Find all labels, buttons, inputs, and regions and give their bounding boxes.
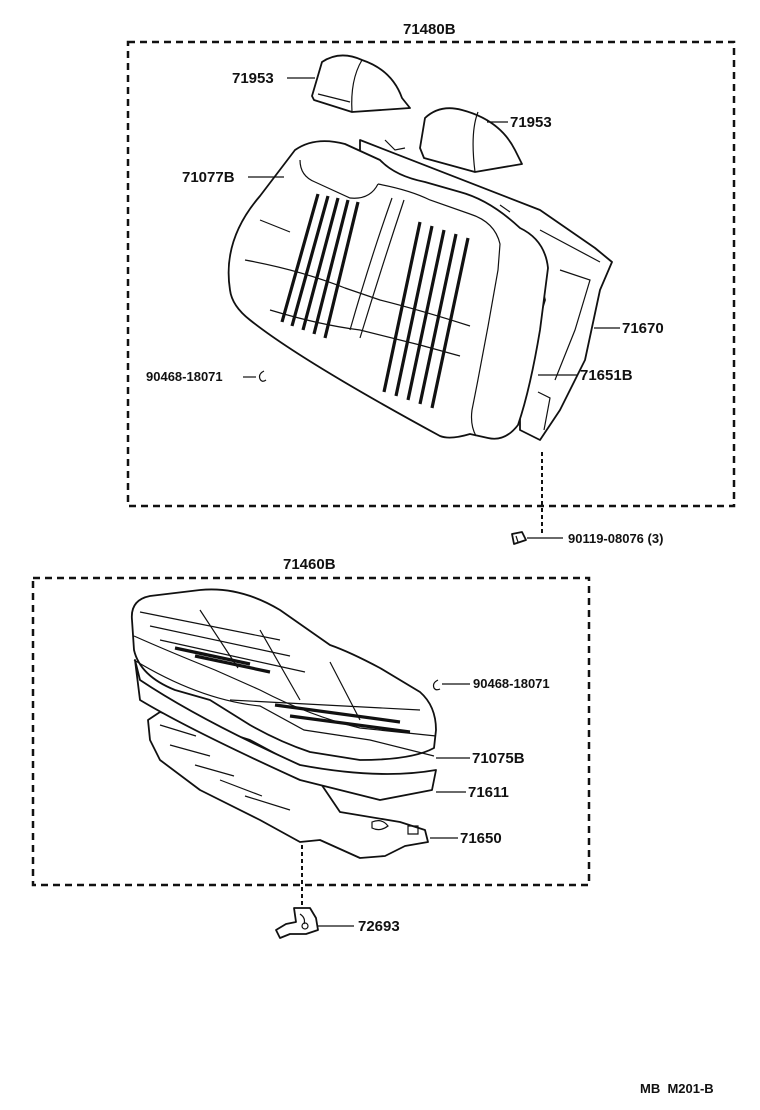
headrest-right: [419, 107, 523, 173]
seatback-frame-label: 71670: [622, 320, 664, 337]
seatback-assy-label: 71480B: [403, 21, 456, 38]
bolt-label: 90119-08076 (3): [568, 531, 663, 546]
cushion-frame-label: 71650: [460, 830, 502, 847]
seatback-pad-label: 71651B: [580, 367, 633, 384]
bolt-icon: [511, 531, 527, 545]
cushion-cover: [130, 588, 437, 761]
headrest-left: [311, 54, 411, 113]
seatback-cover-label: 71077B: [182, 169, 235, 186]
cushion-group: 71460B 90468-18071: [31, 556, 591, 939]
seatback-group: 71480B: [126, 21, 736, 546]
clip-upper-label: 90468-18071: [146, 369, 223, 384]
seatback-group-frame: [126, 40, 736, 508]
headrest-left-label: 71953: [232, 70, 274, 87]
hook-icon: [275, 907, 319, 939]
clip-upper-icon: [258, 370, 267, 382]
seatback-stripes: [280, 193, 470, 409]
cushion-frame: [147, 711, 429, 859]
headrest-right-label: 71953: [510, 114, 552, 131]
seatback-cover: [227, 140, 549, 440]
diagram-code: MB M201-B: [640, 1081, 714, 1096]
cushion-pad-label: 71611: [468, 784, 509, 801]
cushion-pad: [134, 659, 437, 801]
hook-label: 72693: [358, 918, 400, 935]
cushion-cover-label: 71075B: [472, 750, 525, 767]
cushion-group-frame: [31, 576, 591, 887]
clip-lower-label: 90468-18071: [473, 676, 550, 691]
cushion-assy-label: 71460B: [283, 556, 336, 573]
clip-lower-icon: [432, 679, 441, 691]
